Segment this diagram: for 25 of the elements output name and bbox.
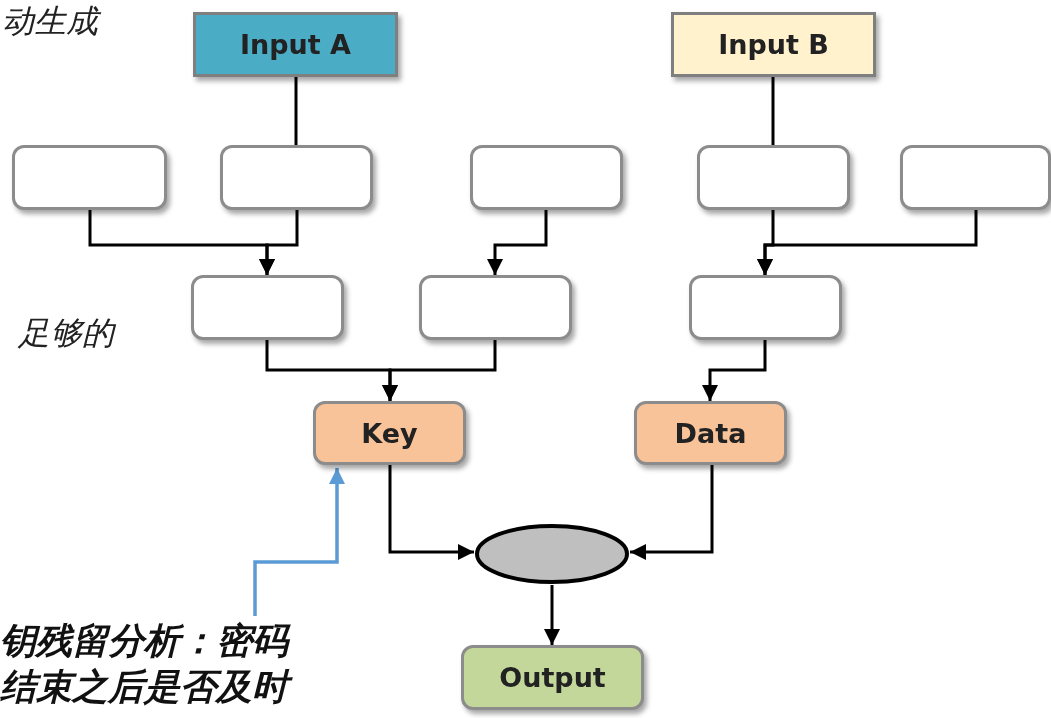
input-box: Input B bbox=[671, 12, 876, 77]
leader-arrow bbox=[253, 468, 345, 616]
arrow bbox=[259, 210, 299, 275]
arrow bbox=[382, 340, 497, 401]
empty-box bbox=[191, 275, 344, 340]
arrow bbox=[757, 210, 978, 275]
empty-box bbox=[470, 145, 623, 210]
empty-box bbox=[12, 145, 167, 210]
arrow bbox=[487, 210, 548, 275]
empty-box bbox=[697, 145, 850, 210]
arrow bbox=[388, 465, 474, 560]
output-box: Output bbox=[461, 645, 644, 710]
input-box: Input A bbox=[193, 12, 398, 77]
empty-box bbox=[689, 275, 842, 340]
arrow bbox=[702, 340, 767, 401]
process-box: Data bbox=[634, 401, 787, 465]
note-text: 钥残留分析：密码结束之后是否及时 bbox=[0, 618, 310, 710]
arrow bbox=[544, 585, 560, 645]
note-text: 足够的 bbox=[18, 313, 114, 354]
empty-box bbox=[419, 275, 572, 340]
ellipse bbox=[474, 523, 630, 585]
process-box: Key bbox=[313, 401, 466, 465]
arrow bbox=[630, 465, 714, 560]
empty-box bbox=[220, 145, 373, 210]
empty-box bbox=[900, 145, 1051, 210]
